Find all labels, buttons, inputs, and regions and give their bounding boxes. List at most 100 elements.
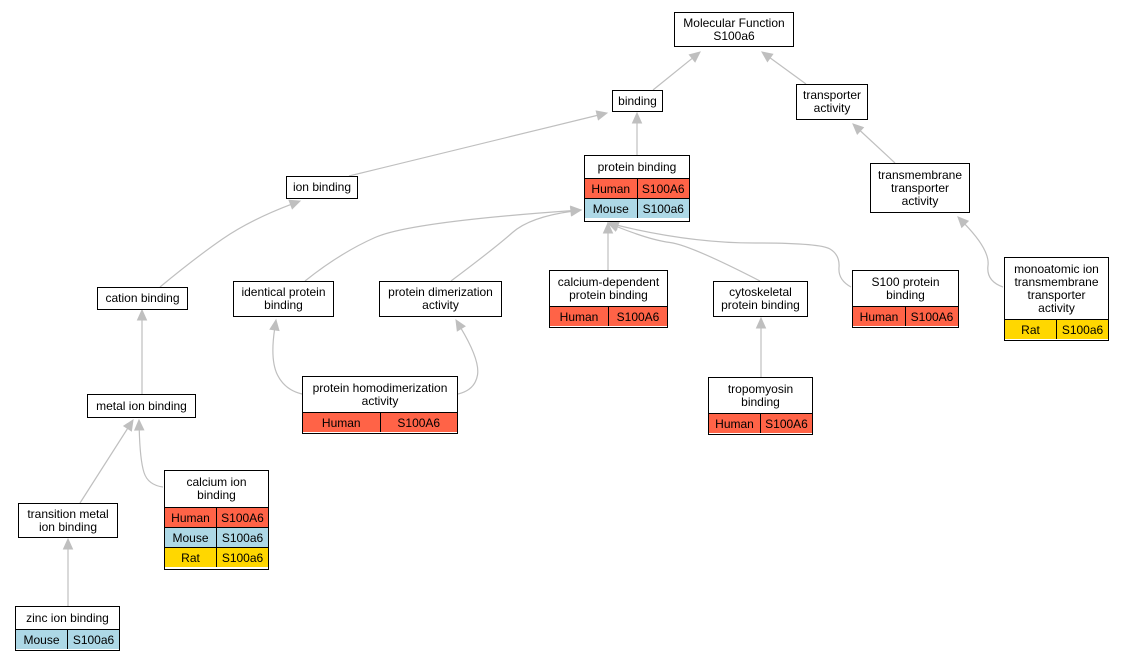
edge-transitionmetal-to-metalion <box>79 418 134 504</box>
go-term-label-line: activity <box>813 101 851 115</box>
species-gene-row: Human S100A6 <box>165 507 268 527</box>
gene-cell: S100a6 <box>216 548 268 567</box>
go-term-label-line: activity <box>422 298 459 312</box>
go-term-label: protein binding <box>585 156 689 178</box>
edge-calciumdep-to-proteinbinding <box>602 221 614 270</box>
species-gene-row: Rat S100a6 <box>165 547 268 567</box>
arrowhead-icon <box>122 418 134 432</box>
go-term-label-line: protein binding <box>721 298 800 312</box>
go-term-label-line: Molecular Function <box>683 15 785 30</box>
go-term-label-line: ion binding <box>292 180 352 194</box>
edge-dimerization-to-proteinbinding <box>450 206 583 282</box>
go-term-node-cationbinding[interactable]: cation binding <box>97 287 188 310</box>
arrowhead-icon <box>136 308 148 321</box>
species-cell: Mouse <box>23 632 60 647</box>
go-term-label-line: ion binding <box>38 519 98 534</box>
arrowhead-icon <box>455 318 466 332</box>
gene-cell: S100A6 <box>379 413 458 432</box>
go-term-label-line: cation binding <box>105 291 180 305</box>
gene-cell: S100A6 <box>608 307 667 326</box>
go-term-label-line: transmembrane <box>877 167 963 182</box>
species-cell: Human <box>171 510 210 525</box>
edge-line <box>457 327 479 395</box>
edge-line <box>859 129 896 164</box>
go-term-label: binding <box>613 91 662 111</box>
edge-binding-to-root <box>652 51 701 91</box>
go-term-label-line: tropomyosin <box>727 381 794 396</box>
species-cell: Human <box>859 309 899 324</box>
go-term-label-line: activity <box>361 393 399 408</box>
go-term-label: metal ion binding <box>88 395 195 417</box>
go-term-label-line: transmembrane <box>1014 274 1099 289</box>
go-term-label-line: protein binding <box>569 287 648 302</box>
edge-ionbinding-to-binding <box>348 110 609 177</box>
edge-tropomyosin-to-cytoskeletal <box>755 316 767 377</box>
go-term-label-line: S100 protein <box>871 274 940 289</box>
edge-cationbinding-to-ionbinding <box>159 199 302 288</box>
species-cell: Mouse <box>592 201 629 216</box>
go-term-label-line: zinc ion binding <box>26 610 109 625</box>
species-cell: Rat <box>1021 322 1040 337</box>
edge-line <box>450 210 573 282</box>
go-term-label-line: transporter <box>802 88 862 102</box>
go-term-label-line: S100a6 <box>713 28 755 43</box>
arrowhead-icon <box>755 316 767 329</box>
edge-metalion-to-cationbinding <box>136 308 148 394</box>
species-cell: Rat <box>181 550 200 565</box>
go-term-label-line: binding <box>197 488 236 502</box>
arrowhead-icon <box>602 221 614 234</box>
go-term-label-line: identical protein <box>241 285 326 299</box>
edge-line <box>304 210 573 282</box>
edge-calciumion-to-metalion <box>133 418 164 488</box>
go-term-node-metalion[interactable]: metal ion binding <box>87 394 196 418</box>
go-term-label-line: binding <box>618 93 657 108</box>
edge-line <box>159 203 292 288</box>
go-term-label-line: binding <box>741 394 780 409</box>
arrowhead-icon <box>852 123 865 136</box>
go-term-label-line: calcium ion <box>186 475 247 489</box>
arrowhead-icon <box>569 206 583 217</box>
go-term-label-line: protein dimerization <box>388 285 493 299</box>
arrowhead-icon <box>133 418 145 431</box>
arrowhead-icon <box>269 318 280 332</box>
edge-identical-to-proteinbinding <box>304 205 583 282</box>
arrowhead-icon <box>62 537 74 550</box>
gene-cell: S100A6 <box>216 508 268 527</box>
edge-monoatomic-to-tmtransporter <box>957 216 1004 288</box>
edge-line <box>652 57 694 91</box>
go-term-node-ionbinding[interactable]: ion binding <box>286 176 358 199</box>
go-term-label: cation binding <box>98 288 187 309</box>
arrowhead-icon <box>595 110 609 121</box>
arrowhead-icon <box>288 199 302 210</box>
go-term-node-binding[interactable]: binding <box>612 90 663 112</box>
